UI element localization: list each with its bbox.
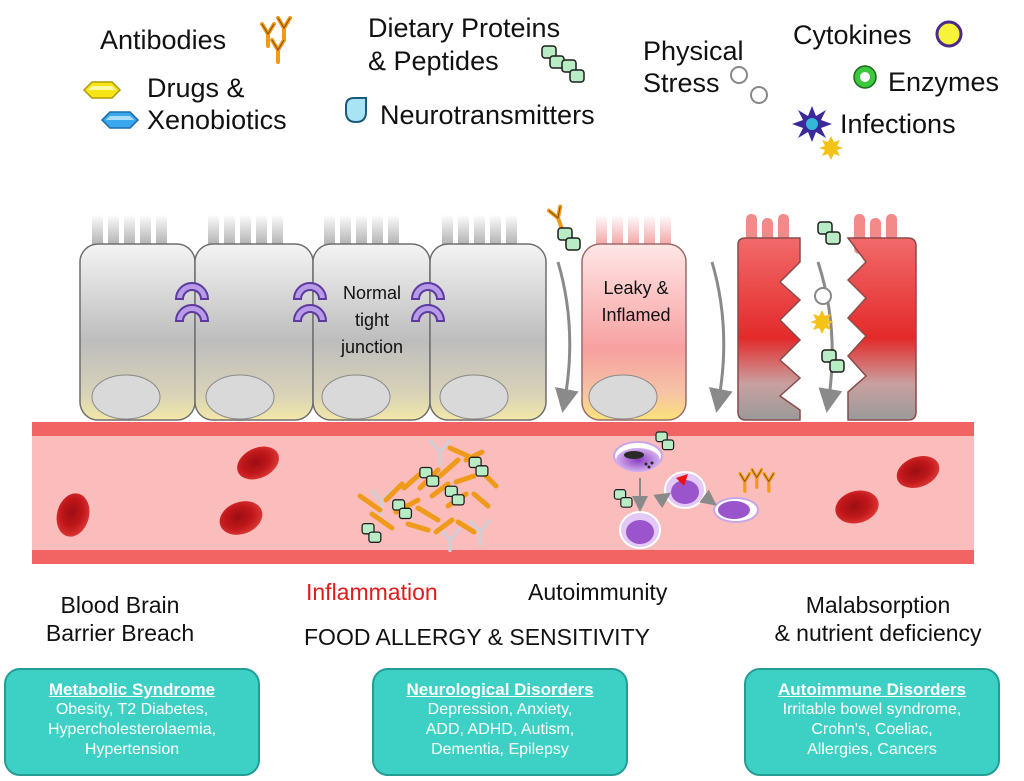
- enzyme-icon: [853, 65, 877, 89]
- box-line: Hypertension: [84, 741, 180, 758]
- drug-capsule-icon: [82, 81, 140, 129]
- infection-icon: [792, 106, 843, 160]
- box-line: Allergies, Cancers: [807, 741, 937, 758]
- leakage-arrows: [554, 261, 843, 413]
- box-title: Autoimmune Disorders: [778, 680, 966, 699]
- bbb-breach-label: Blood Brain Barrier Breach: [30, 592, 210, 647]
- neurological-disorders-box: Neurological Disorders Depression, Anxie…: [372, 668, 628, 776]
- box-line: Depression, Anxiety,: [427, 701, 573, 718]
- legend-neurotransmitters: Neurotransmitters: [380, 100, 595, 130]
- normal-junction-line3: junction: [340, 337, 404, 357]
- bbb-line2: Barrier Breach: [45, 619, 195, 646]
- legend-cytokines: Cytokines: [793, 20, 912, 50]
- box-line: Obesity, T2 Diabetes,: [55, 701, 209, 718]
- crossing-molecules: [546, 204, 581, 251]
- inflammation-label: Inflammation: [306, 579, 438, 605]
- immune-cells: [613, 431, 776, 549]
- cytokine-icon: [935, 20, 963, 48]
- legend-drugs-line1: Drugs &: [147, 73, 245, 103]
- legend-dietary-line1: Dietary Proteins: [368, 13, 561, 43]
- autoimmune-disorders-box: Autoimmune Disorders Irritable bowel syn…: [744, 668, 1000, 776]
- leaky-line2: Inflamed: [601, 305, 671, 325]
- normal-junction-line2: tight: [354, 310, 390, 330]
- physical-stress-icon: [730, 66, 768, 104]
- malabsorption-label: Malabsorption & nutrient deficiency: [760, 592, 996, 647]
- legend-dietary-line2: & Peptides: [368, 46, 499, 76]
- box-line: Hypercholesterolaemia,: [47, 721, 217, 738]
- autoimmunity-label: Autoimmunity: [528, 579, 668, 605]
- box-title: Metabolic Syndrome: [48, 680, 216, 699]
- normal-junction-label: Normal tight junction: [322, 280, 422, 361]
- box-line: Irritable bowel syndrome,: [782, 701, 962, 718]
- legend-infections: Infections: [840, 109, 956, 139]
- legend-antibodies: Antibodies: [100, 25, 227, 55]
- box-line: Dementia, Epilepsy: [431, 741, 569, 758]
- food-allergy-label: FOOD ALLERGY & SENSITIVITY: [304, 624, 650, 650]
- box-line: ADD, ADHD, Autism,: [425, 721, 575, 738]
- immune-complex-icon: [357, 439, 499, 552]
- normal-cell: [429, 214, 547, 421]
- leaky-label: Leaky & Inflamed: [586, 275, 686, 329]
- normal-cell: [194, 214, 314, 421]
- leaky-line1: Leaky &: [603, 278, 669, 298]
- peptide-icon: [541, 45, 585, 83]
- antibody-icon: [260, 16, 292, 64]
- malabsorption-line1: Malabsorption: [805, 592, 951, 618]
- normal-cell: [312, 214, 431, 421]
- malabsorption-line2: & nutrient deficiency: [774, 619, 982, 646]
- normal-epithelial-cells: [79, 214, 547, 421]
- damaged-cells: [737, 214, 917, 421]
- legend-drugs-line2: Xenobiotics: [147, 105, 287, 135]
- box-line: Crohn's, Coeliac,: [811, 721, 933, 738]
- blood-vessel: [32, 422, 974, 564]
- normal-junction-line1: Normal: [342, 283, 401, 303]
- metabolic-syndrome-box: Metabolic Syndrome Obesity, T2 Diabetes,…: [4, 668, 260, 776]
- red-blood-cells: [56, 446, 940, 537]
- legend-physical-line1: Physical: [643, 36, 744, 66]
- bbb-line1: Blood Brain: [60, 592, 180, 618]
- legend-enzymes: Enzymes: [888, 67, 1000, 97]
- normal-cell: [79, 214, 196, 421]
- legend-physical-line2: Stress: [643, 68, 720, 98]
- leaky-inflamed-cell: [581, 214, 687, 421]
- neurotransmitter-icon: [345, 97, 367, 124]
- box-title: Neurological Disorders: [406, 680, 594, 699]
